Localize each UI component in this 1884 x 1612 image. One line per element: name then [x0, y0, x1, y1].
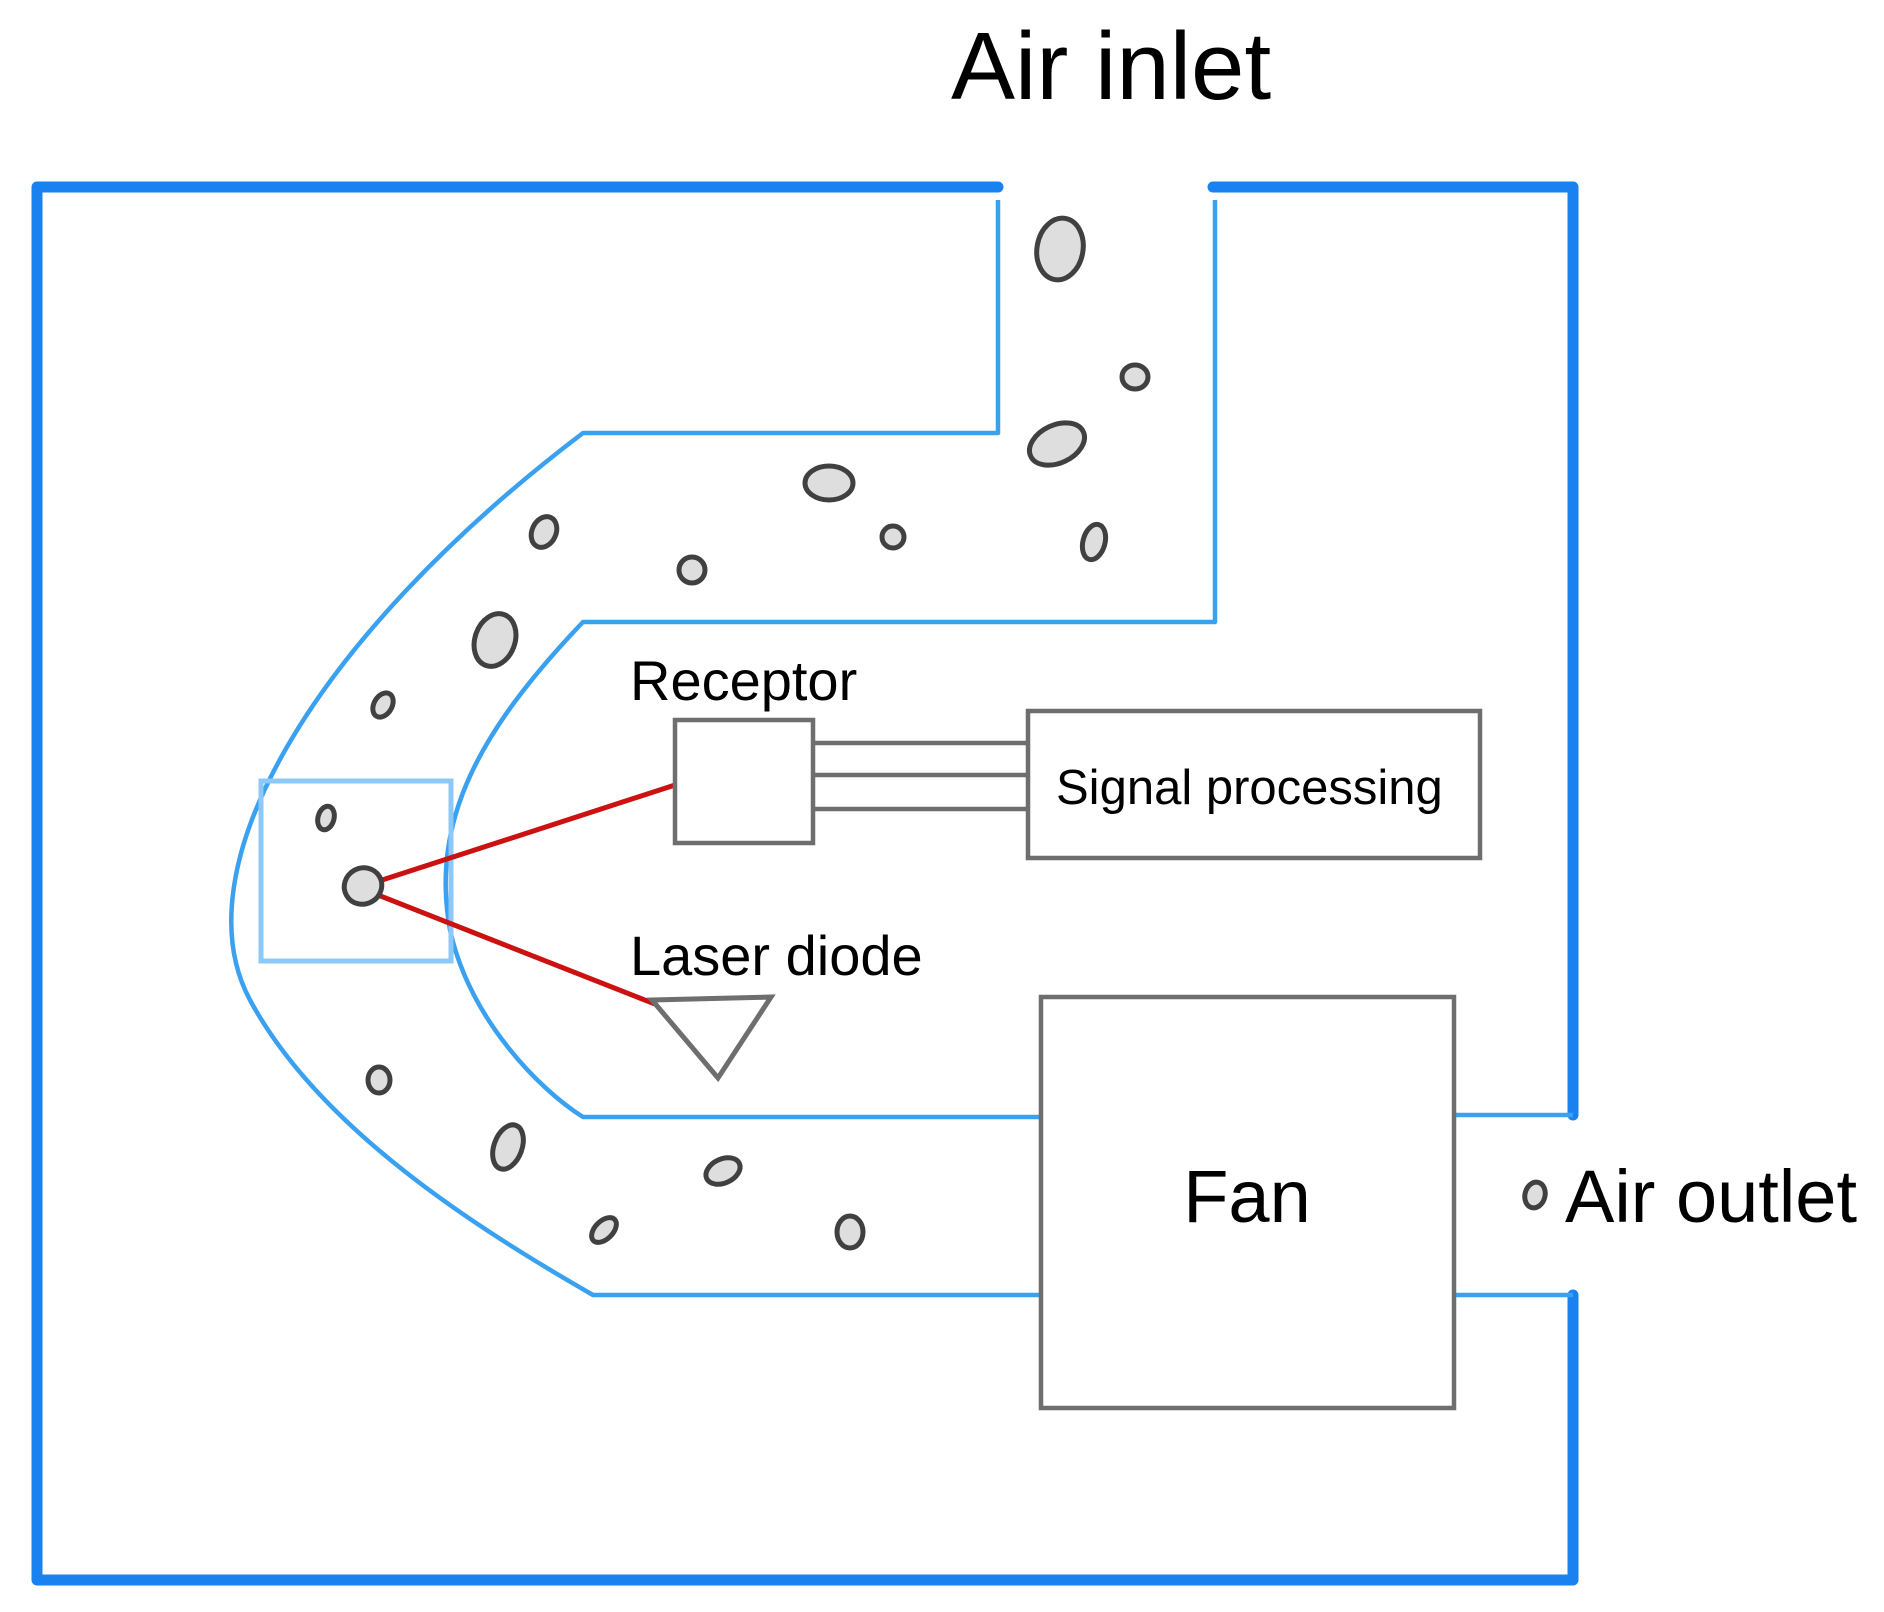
particle	[703, 1155, 743, 1187]
particle	[802, 463, 856, 503]
fan-label: Fan	[1183, 1155, 1311, 1238]
receptor-label: Receptor	[630, 649, 857, 712]
particle	[1079, 521, 1109, 563]
particle-detected	[341, 865, 385, 907]
air-inlet-label: Air inlet	[951, 13, 1271, 120]
particle	[879, 523, 907, 551]
particle	[528, 514, 560, 550]
air-outlet-label: Air outlet	[1565, 1155, 1857, 1238]
signal-processing-box	[1025, 708, 1483, 861]
particle	[1522, 1179, 1548, 1211]
particle	[370, 690, 396, 720]
signal-processing-label: Signal processing	[1056, 761, 1443, 815]
particle	[676, 554, 708, 586]
sensor-housing	[31, 181, 1579, 1586]
air-channel	[229, 200, 1573, 1298]
particle	[1027, 420, 1087, 468]
particle	[315, 803, 337, 833]
scatter-beam	[372, 782, 676, 886]
particle	[589, 1215, 619, 1245]
laser-diode-label: Laser diode	[630, 924, 923, 987]
incident-beam	[372, 890, 661, 1009]
particle	[471, 611, 519, 669]
fan-box	[1038, 994, 1457, 1411]
laser-beams	[372, 782, 676, 1009]
particle	[1119, 362, 1151, 392]
particles	[315, 215, 1548, 1251]
signal-wires	[813, 740, 1028, 812]
channel-outer-wall	[229, 200, 1040, 1298]
laser-diode-shape	[646, 994, 776, 1083]
particle	[1034, 215, 1086, 283]
particle	[490, 1122, 526, 1172]
detection-zone	[258, 778, 454, 964]
particle	[834, 1213, 866, 1251]
housing-wall-right	[1207, 181, 1579, 1121]
channel-inner-wall	[443, 200, 1218, 1120]
particle	[365, 1064, 393, 1096]
housing-wall-left	[31, 181, 1579, 1586]
receptor-box	[672, 717, 816, 846]
